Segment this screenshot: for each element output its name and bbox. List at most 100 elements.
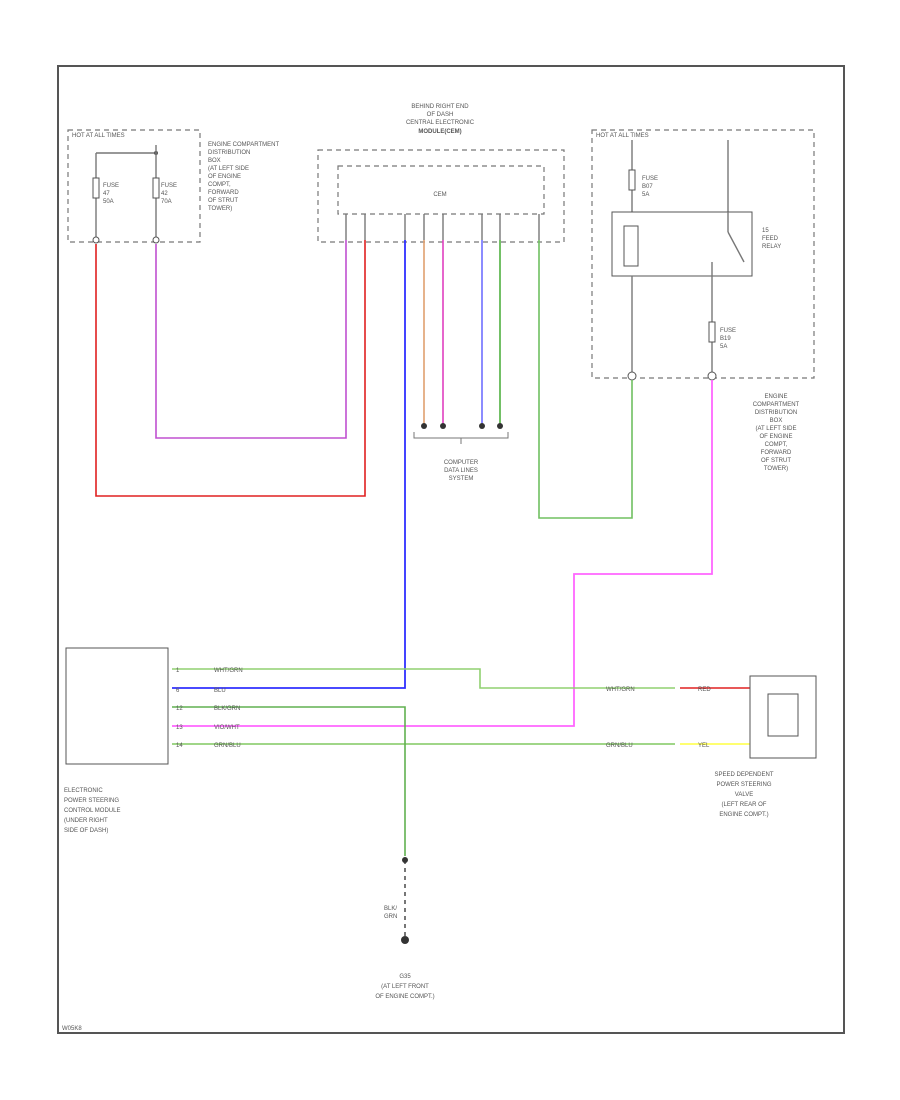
svg-text:12: 12: [176, 706, 183, 712]
svg-text:1: 1: [176, 668, 180, 674]
relay-label-1: 15: [762, 228, 769, 234]
relay-switch-icon: [727, 231, 745, 263]
power-steering-module: [65, 647, 169, 765]
svg-text:ENGINE: ENGINE: [764, 394, 787, 400]
relay-coil-symbol: [623, 225, 639, 267]
svg-text:(AT LEFT FRONT: (AT LEFT FRONT: [381, 984, 429, 990]
svg-text:OF STRUT: OF STRUT: [208, 198, 238, 204]
fuse-42-label-2: 42: [161, 191, 168, 197]
fuse-47-label-1: FUSE: [103, 183, 119, 189]
svg-text:ENGINE COMPT.): ENGINE COMPT.): [719, 812, 768, 818]
svg-text:6: 6: [176, 688, 180, 694]
fuse-42-label-1: FUSE: [161, 183, 177, 189]
left-fuse-box: [67, 129, 201, 243]
svg-text:YEL: YEL: [698, 743, 710, 749]
wire-red: [95, 240, 366, 497]
connector-icon: [707, 371, 717, 381]
diagram-frame: [57, 65, 845, 1034]
svg-text:DISTRIBUTION: DISTRIBUTION: [208, 150, 250, 156]
svg-text:WHT/GRN: WHT/GRN: [606, 687, 635, 693]
left-distribution-label: ENGINE COMPARTMENT DISTRIBUTION BOX (AT …: [208, 142, 279, 212]
fuse-b07-label-1: FUSE: [642, 176, 658, 182]
svg-text:(AT LEFT SIDE: (AT LEFT SIDE: [208, 166, 249, 172]
svg-text:GRN/BLU: GRN/BLU: [214, 743, 241, 749]
connector-icon: [627, 371, 637, 381]
valve-wire-labels: WHT/GRN RED GRN/BLU YEL: [606, 687, 711, 749]
svg-text:TOWER): TOWER): [764, 466, 788, 472]
svg-text:RED: RED: [698, 687, 711, 693]
feed-relay-box: [611, 211, 753, 277]
svg-text:BOX: BOX: [208, 158, 221, 164]
svg-text:BLU: BLU: [214, 688, 226, 694]
cem-label: CEM: [433, 192, 446, 198]
cem-header: BEHIND RIGHT END OF DASH CENTRAL ELECTRO…: [406, 104, 475, 135]
wire-pink: [172, 380, 713, 727]
svg-text:SYSTEM: SYSTEM: [449, 476, 474, 482]
wire-violet: [155, 240, 347, 439]
wire-green-relay: [538, 240, 633, 519]
svg-text:DATA LINES: DATA LINES: [444, 468, 478, 474]
fuse-47-label-2: 47: [103, 191, 110, 197]
valve-solenoid-icon: [767, 693, 799, 737]
fuse-b19-label-1: FUSE: [720, 328, 736, 334]
svg-text:DISTRIBUTION: DISTRIBUTION: [755, 410, 797, 416]
svg-text:OF ENGINE: OF ENGINE: [208, 174, 241, 180]
svg-text:13: 13: [176, 725, 183, 731]
splice-icon: [402, 857, 408, 863]
svg-text:COMPT,: COMPT,: [765, 442, 788, 448]
svg-text:FORWARD: FORWARD: [208, 190, 239, 196]
svg-text:SIDE OF DASH): SIDE OF DASH): [64, 828, 108, 834]
frame-code: W05K8: [62, 1026, 82, 1032]
svg-text:OF DASH: OF DASH: [427, 112, 454, 118]
svg-text:(LEFT REAR OF: (LEFT REAR OF: [722, 802, 767, 808]
fuse-b19-symbol: [708, 321, 716, 343]
fuse-42-symbol: [152, 177, 160, 199]
wire-lightgreen-1: [172, 668, 675, 689]
svg-text:(UNDER RIGHT: (UNDER RIGHT: [64, 818, 108, 824]
hot-at-all-times-left: HOT AT ALL TIMES: [72, 133, 125, 139]
fuse-b07-label-2: B07: [642, 184, 653, 190]
svg-text:GRN/BLU: GRN/BLU: [606, 743, 633, 749]
data-line-terminals: [413, 423, 509, 444]
svg-text:COMPUTER: COMPUTER: [444, 460, 479, 466]
svg-text:OF STRUT: OF STRUT: [761, 458, 791, 464]
svg-text:SPEED DEPENDENT: SPEED DEPENDENT: [714, 772, 773, 778]
svg-text:TOWER): TOWER): [208, 206, 232, 212]
svg-text:VIO/WHT: VIO/WHT: [214, 725, 240, 731]
svg-text:ELECTRONIC: ELECTRONIC: [64, 788, 103, 794]
svg-text:COMPT,: COMPT,: [208, 182, 231, 188]
hot-at-all-times-right: HOT AT ALL TIMES: [596, 133, 649, 139]
svg-text:14: 14: [176, 743, 183, 749]
ground-label: G35 (AT LEFT FRONT OF ENGINE COMPT.): [375, 974, 434, 1000]
svg-text:BLK/GRN: BLK/GRN: [214, 706, 240, 712]
relay-label-3: RELAY: [762, 244, 781, 250]
svg-text:BOX: BOX: [770, 418, 783, 424]
module-pin-numbers: 1 6 12 13 14: [176, 668, 183, 749]
svg-text:CONTROL MODULE: CONTROL MODULE: [64, 808, 120, 814]
cem-outer-box: [317, 149, 565, 243]
computer-data-lines-label: COMPUTER DATA LINES SYSTEM: [444, 460, 479, 482]
svg-text:MODULE(CEM): MODULE(CEM): [418, 129, 461, 135]
connector-icon: [92, 236, 100, 244]
fuse-b19-label-3: 5A: [720, 344, 727, 350]
svg-text:COMPARTMENT: COMPARTMENT: [753, 402, 800, 408]
ground-wire-label-2: GRN: [384, 914, 397, 920]
connector-icon: [152, 236, 160, 244]
wire-blue: [172, 240, 406, 689]
valve-label: SPEED DEPENDENT POWER STEERING VALVE (LE…: [714, 772, 773, 818]
fuse-47-symbol: [92, 177, 100, 199]
ground-wire-label-1: BLK/: [384, 906, 397, 912]
fuse-47-label-3: 50A: [103, 199, 114, 205]
svg-text:BEHIND RIGHT END: BEHIND RIGHT END: [411, 104, 469, 110]
svg-text:POWER STEERING: POWER STEERING: [716, 782, 771, 788]
fuse-b07-symbol: [628, 169, 636, 191]
cem-pins: [345, 214, 540, 240]
svg-text:ENGINE COMPARTMENT: ENGINE COMPARTMENT: [208, 142, 279, 148]
svg-text:(AT LEFT SIDE: (AT LEFT SIDE: [755, 426, 796, 432]
right-fuse-box: [591, 129, 815, 379]
svg-text:VALVE: VALVE: [735, 792, 753, 798]
fuse-42-label-3: 70A: [161, 199, 172, 205]
svg-text:POWER STEERING: POWER STEERING: [64, 798, 119, 804]
svg-text:OF ENGINE COMPT.): OF ENGINE COMPT.): [375, 994, 434, 1000]
svg-text:OF ENGINE: OF ENGINE: [759, 434, 792, 440]
